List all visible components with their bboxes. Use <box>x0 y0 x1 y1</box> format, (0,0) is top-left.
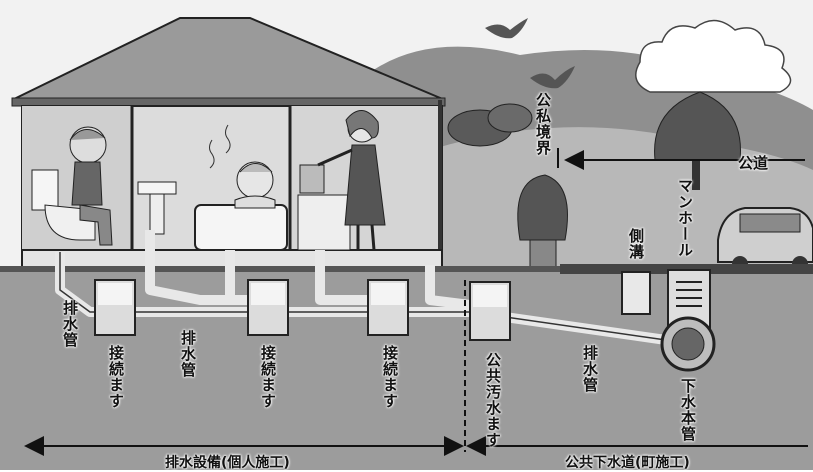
label-drain-pipe: 排水管 <box>61 300 79 348</box>
cloud <box>635 19 792 93</box>
label-drain-pipe: 排水管 <box>581 345 599 393</box>
washbasin-icon <box>137 181 177 235</box>
boy-figure <box>69 126 113 246</box>
bird-icon <box>485 18 528 39</box>
label-public-sewage-box: 公共汚水ます <box>484 352 502 448</box>
label-connection-box: 接続ます <box>381 345 399 409</box>
house-eave <box>11 97 446 107</box>
label-connection-box: 接続ます <box>107 345 125 409</box>
label-drain-pipe: 排水管 <box>179 330 197 378</box>
label-side-ditch: 側溝 <box>627 228 645 260</box>
bathtub-icon <box>194 124 288 251</box>
tree-icon <box>654 91 741 190</box>
label-connection-box: 接続ます <box>259 345 277 409</box>
car-icon <box>717 207 813 272</box>
shrub-icon <box>517 174 568 271</box>
side-ditch <box>621 271 651 315</box>
kitchen-sink-icon <box>297 164 351 251</box>
label-main-sewer: 下水本管 <box>679 378 697 442</box>
bird-icon <box>530 66 575 89</box>
label-private-works: 排水設備(個人施工) <box>165 455 290 471</box>
woman-figure <box>317 110 386 251</box>
label-public-works: 公共下水道(町施工) <box>565 455 690 471</box>
manhole <box>667 269 711 329</box>
label-public-private-boundary: 公私境界 <box>534 92 552 156</box>
tree-icon <box>447 103 533 147</box>
main-sewer-pipe <box>660 316 716 372</box>
label-public-road: 公道 <box>738 154 769 172</box>
label-manhole: マンホール <box>676 178 694 258</box>
